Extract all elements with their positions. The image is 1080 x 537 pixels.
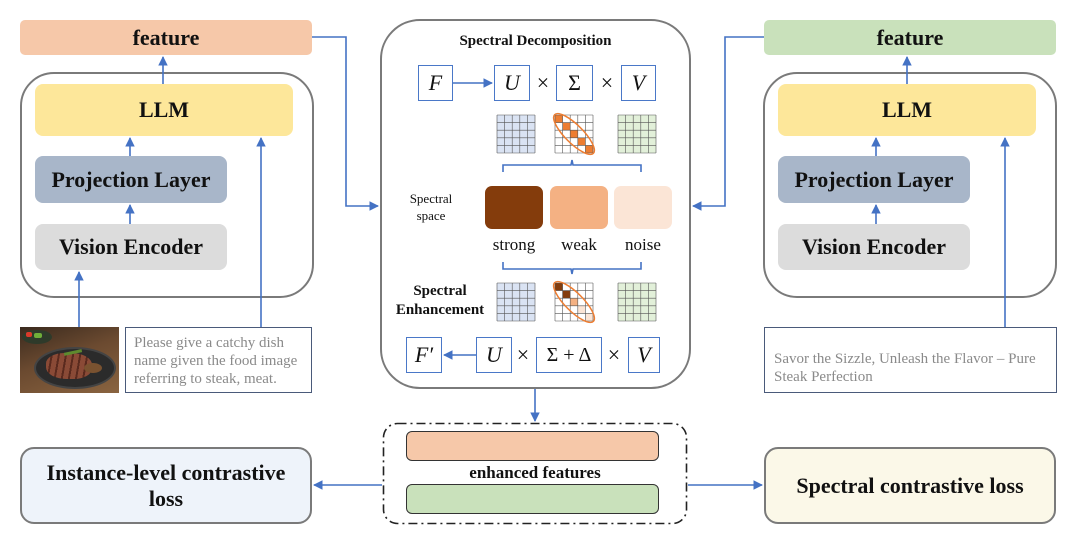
matrix-sigma-delta-label: Σ + Δ <box>546 343 592 366</box>
spectral-enhancement-label: Spectral Enhancement <box>388 281 492 321</box>
spectral-space-line1: Spectral <box>409 191 453 206</box>
matrix-V-enhanced-box: V <box>628 337 660 373</box>
arrow-right-feature-to-spectral <box>692 36 764 211</box>
tomato <box>26 332 32 337</box>
right-llm-box: LLM <box>778 84 1036 136</box>
times-operator: × <box>596 65 618 101</box>
times-symbol: × <box>600 70 614 95</box>
spectral-space-label: Spectral space <box>400 188 462 226</box>
strong-label-text: strong <box>492 235 536 254</box>
response-text-box: Savor the Sizzle, Unleash the Flavor – P… <box>764 327 1057 393</box>
spectral-decomposition-title-text: Spectral Decomposition <box>459 32 612 49</box>
matrix-F-prime-label: F′ <box>414 342 434 367</box>
matrix-V-enhanced-label: V <box>637 342 651 367</box>
matrix-U-label: U <box>504 70 520 95</box>
enhanced-feature-right-bar <box>406 484 659 514</box>
times-symbol: × <box>536 70 550 95</box>
times-operator: × <box>603 337 625 373</box>
matrix-U-box: U <box>494 65 530 101</box>
spectral-enhancement-line2: Enhancement <box>395 302 485 318</box>
left-projection-label: Projection Layer <box>51 166 211 192</box>
matrix-sigma-box: Σ <box>556 65 593 101</box>
instance-level-loss-label: Instance-level contrastive loss <box>46 459 286 511</box>
weak-label-text: weak <box>561 235 597 254</box>
right-llm-label: LLM <box>881 97 933 122</box>
instance-level-loss-box: Instance-level contrastive loss <box>20 447 312 524</box>
left-vision-encoder-box: Vision Encoder <box>35 224 227 270</box>
left-projection-layer-box: Projection Layer <box>35 156 227 203</box>
weak-label: weak <box>540 234 618 256</box>
enhanced-features-label: enhanced features <box>382 462 688 484</box>
left-llm-box: LLM <box>35 84 293 136</box>
matrix-F-label: F <box>428 70 443 95</box>
food-image <box>20 327 119 393</box>
spectral-decomposition-title: Spectral Decomposition <box>380 30 691 52</box>
left-vision-encoder-label: Vision Encoder <box>58 234 204 259</box>
matrix-F-box: F <box>418 65 453 101</box>
left-llm-label: LLM <box>138 97 190 122</box>
matrix-U-enhanced-label: U <box>486 342 502 367</box>
right-vision-encoder-box: Vision Encoder <box>778 224 970 270</box>
strong-component-swatch <box>485 186 543 229</box>
left-feature-box: feature <box>20 20 312 55</box>
matrix-V-label: V <box>631 70 646 95</box>
enhanced-features-label-text: enhanced features <box>469 463 601 482</box>
greens <box>34 333 42 338</box>
matrix-V-box: V <box>621 65 656 101</box>
spectral-loss-box: Spectral contrastive loss <box>764 447 1056 524</box>
weak-component-swatch <box>550 186 608 229</box>
spectral-loss-label: Spectral contrastive loss <box>796 472 1024 498</box>
times-symbol: × <box>516 342 530 367</box>
noise-label: noise <box>604 234 682 256</box>
times-operator: × <box>512 337 534 373</box>
right-feature-box: feature <box>764 20 1056 55</box>
right-projection-layer-box: Projection Layer <box>778 156 970 203</box>
right-projection-label: Projection Layer <box>794 166 954 192</box>
times-operator: × <box>532 65 554 101</box>
left-feature-label: feature <box>132 24 200 50</box>
response-text: Savor the Sizzle, Unleash the Flavor – P… <box>774 351 1036 385</box>
prompt-text: Please give a catchy dish name given the… <box>134 335 298 387</box>
matrix-U-enhanced-box: U <box>476 337 512 373</box>
spectral-space-line2: space <box>416 208 446 223</box>
matrix-F-prime-box: F′ <box>406 337 442 373</box>
prompt-text-box: Please give a catchy dish name given the… <box>125 327 312 393</box>
enhanced-feature-left-bar <box>406 431 659 461</box>
strong-label: strong <box>475 234 553 256</box>
noise-label-text: noise <box>625 235 661 254</box>
enhanced-features-group <box>382 422 688 525</box>
matrix-sigma-delta-box: Σ + Δ <box>536 337 602 373</box>
mushrooms <box>84 363 102 373</box>
noise-component-swatch <box>614 186 672 229</box>
right-feature-label: feature <box>876 24 944 50</box>
times-symbol: × <box>607 342 621 367</box>
spectral-enhancement-line1: Spectral <box>413 283 467 299</box>
right-vision-encoder-label: Vision Encoder <box>801 234 947 259</box>
dashdot-border <box>382 422 688 525</box>
matrix-sigma-label: Σ <box>568 70 581 95</box>
arrow-left-feature-to-spectral <box>312 36 379 211</box>
